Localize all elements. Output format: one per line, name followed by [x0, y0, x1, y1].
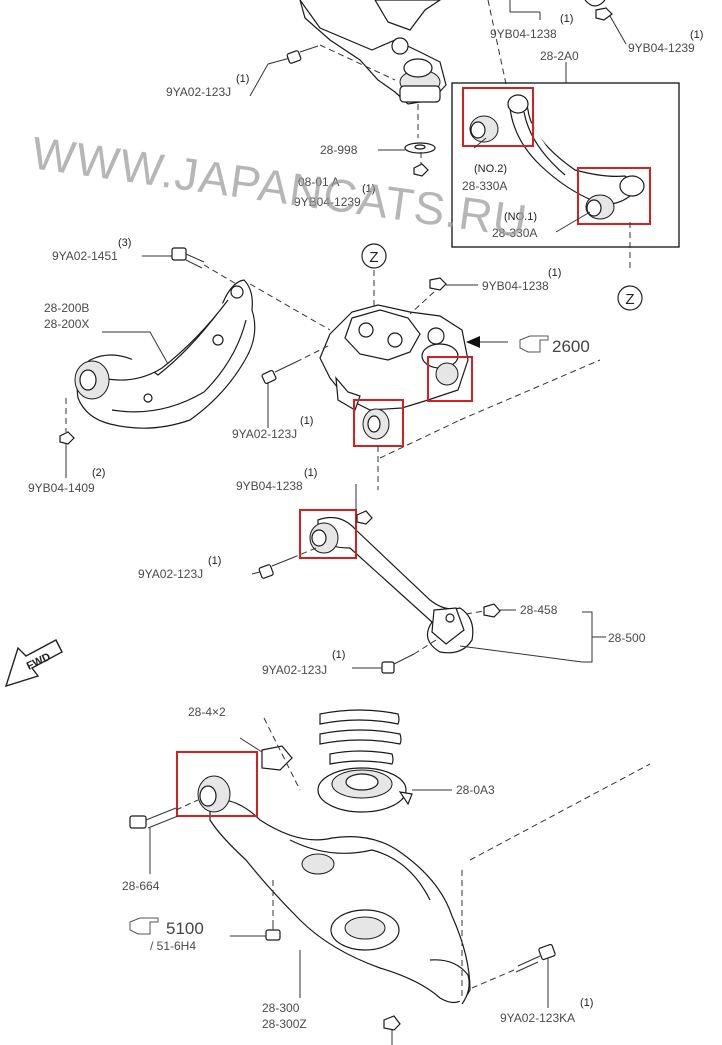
nut-icon — [409, 277, 478, 315]
nut-icon — [355, 484, 373, 525]
knuckle-assembly — [261, 270, 549, 490]
part-label: 9YA02-123J — [262, 663, 327, 677]
qty-label: (1) — [362, 183, 375, 195]
bolt-icon — [471, 943, 556, 1008]
bolt-icon — [251, 547, 317, 579]
z-marker-top: Z — [361, 243, 387, 269]
bolt-icon — [261, 344, 331, 428]
qty-label: (1) — [300, 415, 313, 427]
qty-label: (1) — [580, 997, 593, 1009]
part-label: (NO.2) — [474, 163, 507, 175]
part-label: 28-664 — [122, 879, 160, 893]
part-label: (NO.1) — [504, 211, 537, 223]
part-label: 28-330A — [462, 179, 507, 193]
bushing-highlight-lower-link — [299, 509, 357, 559]
watermark-text: WWW.JAPANCATS.RU — [29, 126, 531, 247]
part-label: 28-200X — [44, 317, 89, 331]
part-label: 28-200B — [44, 301, 89, 315]
z-marker-right-label: Z — [625, 291, 634, 308]
part-label: 9YA02-123J — [166, 85, 231, 99]
reference-number: 5100 — [166, 919, 204, 938]
bolt-icon — [230, 880, 281, 941]
part-label: 9YB04-1238 — [482, 279, 549, 293]
forward-arrow-icon — [4, 639, 63, 688]
part-label: 9YB04-1409 — [28, 481, 95, 495]
bushing-highlight-knuckle-right — [427, 356, 473, 402]
upper-link-inset — [451, 62, 680, 270]
upper-knuckle-section — [249, 0, 627, 177]
bushing-highlight-no1 — [577, 167, 651, 225]
qty-label: (1) — [208, 555, 221, 567]
part-labels: (1) 9YB04-1238 28-2A0 (1) 9YB04-1239 (1)… — [25, 13, 704, 1031]
qty-label: (1) — [548, 267, 561, 279]
part-label: 9YA02-123J — [232, 427, 297, 441]
qty-label: (2) — [92, 467, 105, 479]
reference-sub: / 51-6H4 — [150, 939, 196, 953]
bolt-icon — [129, 799, 199, 874]
part-label: 28-500 — [608, 631, 646, 645]
part-label: 28-4×2 — [188, 705, 226, 719]
bolt-icon — [352, 639, 437, 674]
z-marker-top-label: Z — [369, 249, 378, 266]
reference-hand-icon — [519, 335, 549, 353]
part-label: 9YB04-1238 — [490, 27, 557, 41]
qty-label: (1) — [304, 467, 317, 479]
lower-link — [251, 359, 606, 674]
part-label: 9YB04-1238 — [236, 479, 303, 493]
part-label: 9YA02-1451 — [52, 249, 118, 263]
part-label: 9YB04-1239 — [628, 41, 695, 55]
part-label: 28-0A3 — [456, 783, 495, 797]
reference-hand-icon — [129, 917, 159, 935]
qty-label: (1) — [332, 649, 345, 661]
lower-control-arm — [129, 709, 651, 1045]
bushing-highlight-lower-arm — [176, 751, 258, 817]
part-label: 9YA02-123KA — [500, 1011, 575, 1025]
bolt-icon — [267, 45, 319, 65]
washer-icon — [378, 104, 436, 177]
bolt-icon — [142, 247, 239, 286]
trailing-arm — [59, 247, 331, 478]
bushing-highlight-no2 — [462, 87, 534, 147]
part-label: 9YA02-123J — [138, 567, 203, 581]
part-label: 28-330A — [492, 226, 537, 240]
part-label: 28-458 — [520, 603, 558, 617]
nut-icon — [465, 603, 516, 618]
reference-number: 2600 — [552, 337, 590, 356]
z-marker-right: Z — [617, 285, 643, 311]
part-label: 08-01 A — [298, 175, 339, 189]
part-label: 28-300 — [262, 1001, 300, 1015]
qty-label: (1) — [560, 13, 573, 25]
qty-label: (3) — [118, 237, 131, 249]
part-label: 28-998 — [320, 143, 358, 157]
part-label: 28-300Z — [262, 1017, 307, 1031]
qty-label: (1) — [690, 29, 703, 41]
qty-label: (1) — [236, 73, 249, 85]
part-label: 9YB04-1239 — [294, 195, 361, 209]
part-label: 28-2A0 — [540, 49, 579, 63]
